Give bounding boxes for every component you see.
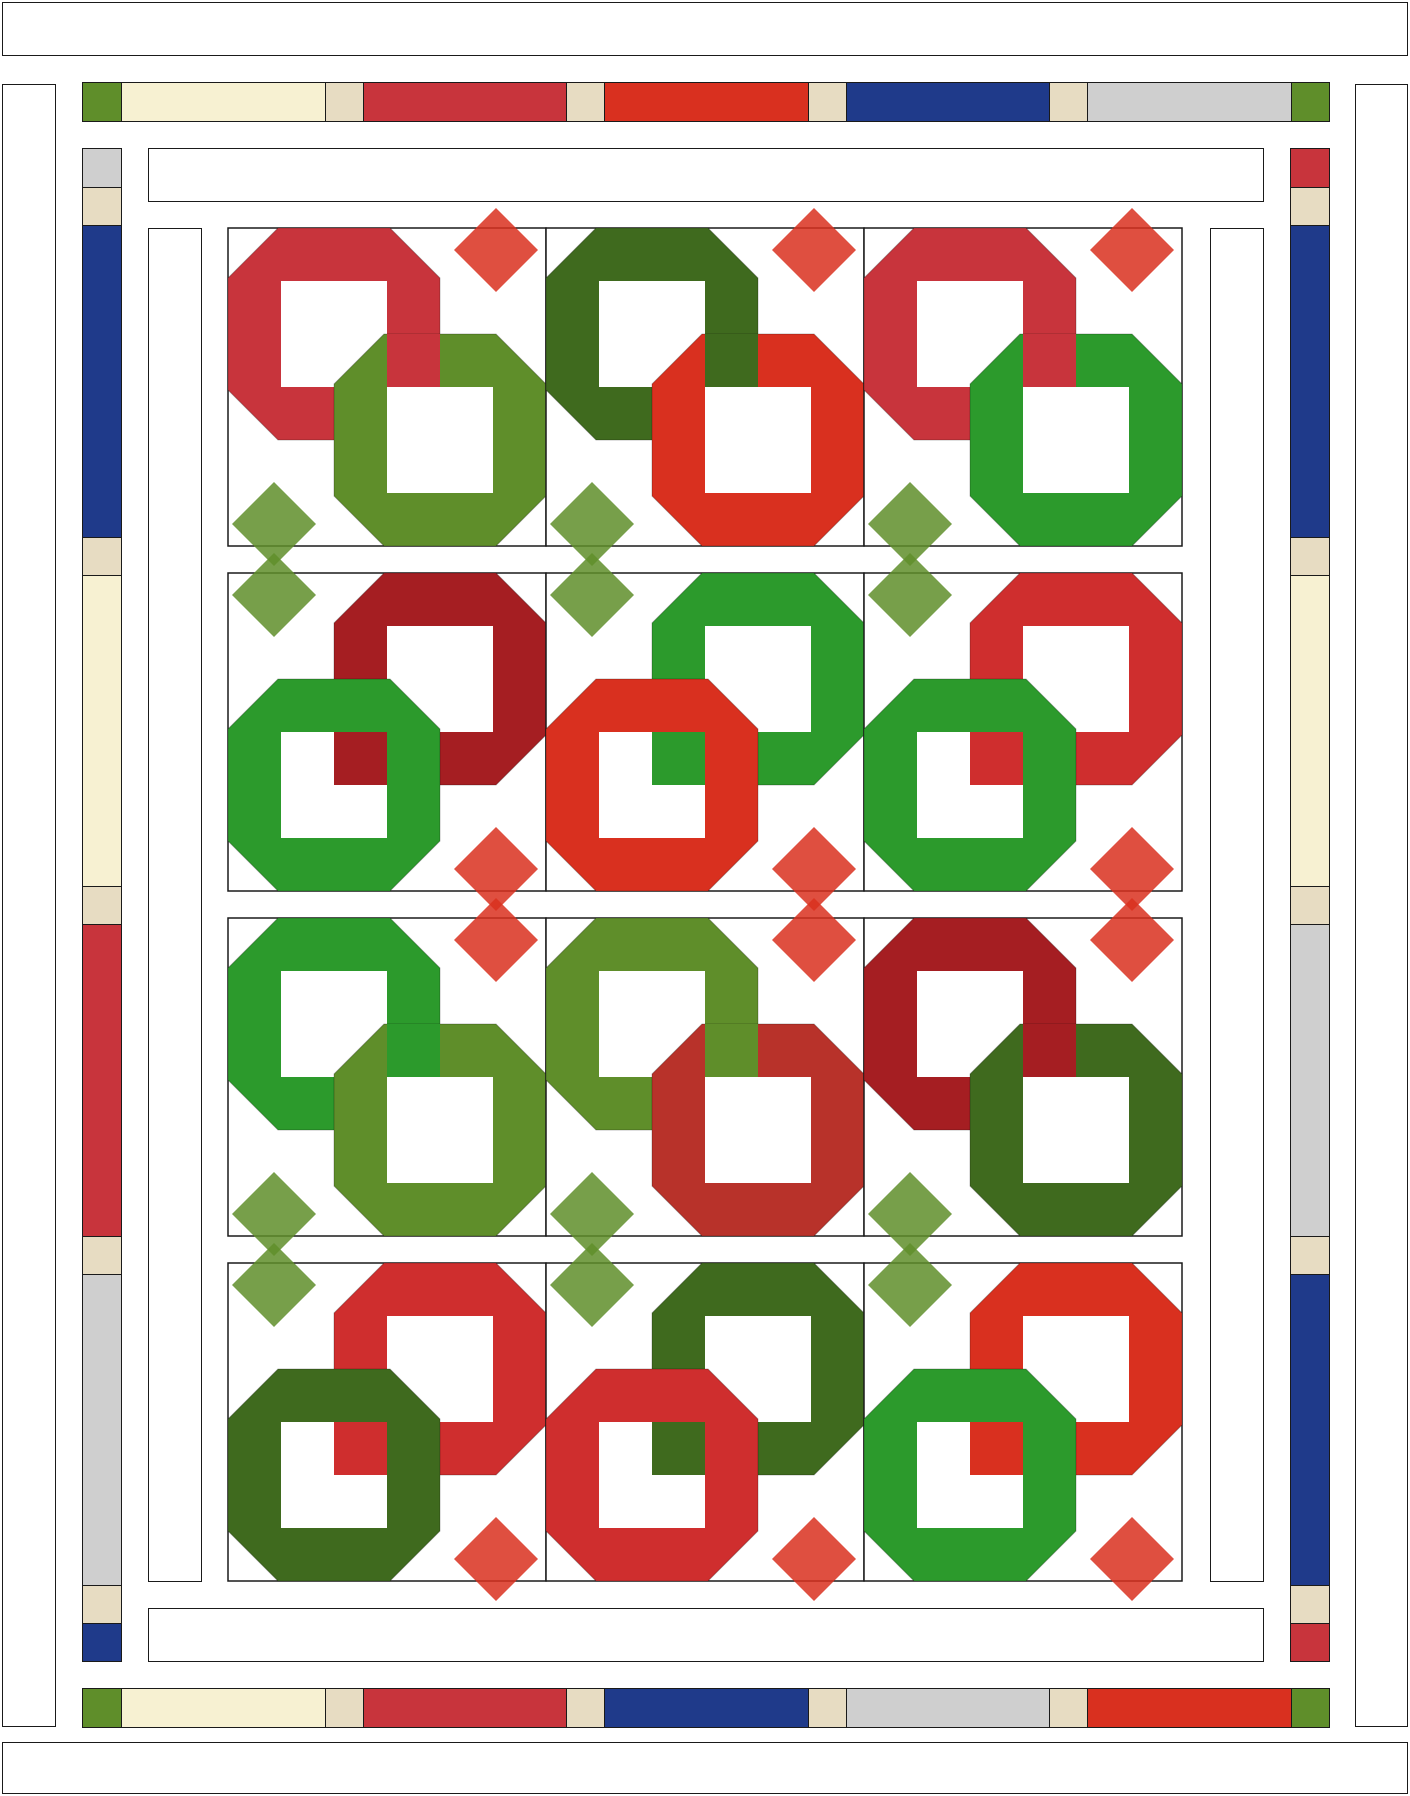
quilt-block	[546, 208, 864, 566]
front-ring-opening	[705, 387, 811, 493]
front-ring-opening	[387, 387, 493, 493]
quilt-block	[864, 208, 1182, 566]
quilt-block	[228, 208, 546, 566]
front-ring-opening	[1023, 387, 1129, 493]
ring-interlock	[652, 1422, 705, 1475]
quilt-block	[228, 553, 546, 911]
quilt-block	[864, 553, 1182, 911]
quilt-block	[228, 1243, 546, 1601]
ring-interlock	[334, 1422, 387, 1475]
quilt-block	[546, 898, 864, 1256]
ring-interlock	[1023, 1024, 1076, 1077]
quilt-block	[864, 1243, 1182, 1601]
quilt-block	[546, 1243, 864, 1601]
ring-interlock	[705, 1024, 758, 1077]
quilt-block	[228, 898, 546, 1256]
ring-interlock	[970, 732, 1023, 785]
front-ring-opening	[387, 1077, 493, 1183]
front-ring-opening	[1023, 1077, 1129, 1183]
front-ring-opening	[705, 1077, 811, 1183]
ring-interlock	[652, 732, 705, 785]
quilt-block	[864, 898, 1182, 1256]
quilt-block	[546, 553, 864, 911]
ring-interlock	[1023, 334, 1076, 387]
ring-interlock	[387, 1024, 440, 1077]
ring-interlock	[387, 334, 440, 387]
ring-interlock	[970, 1422, 1023, 1475]
ring-interlock	[705, 334, 758, 387]
ring-interlock	[334, 732, 387, 785]
